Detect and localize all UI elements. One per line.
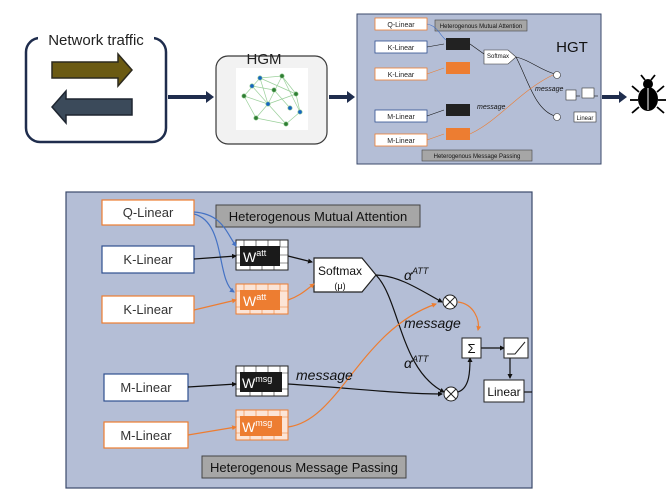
- linear-output-box: [483, 379, 525, 403]
- q-linear-label: Q-Linear: [123, 205, 174, 220]
- svg-text:Watt: Watt: [243, 292, 267, 309]
- hgt-mini-m-linear-1: M-Linear: [387, 114, 415, 121]
- hgt-label: HGT: [556, 39, 588, 56]
- mult-bottom-to-sum-arrow: [457, 357, 473, 393]
- network-traffic-label: Network traffic: [48, 32, 144, 49]
- alpha-att-label-1: αATT: [404, 266, 430, 283]
- multiply-top-icon: [442, 294, 458, 310]
- q-to-w-att-orange-arrow: [193, 213, 235, 293]
- w-att-orange-to-softmax-arrow: [287, 283, 315, 301]
- mutual-attention-title: Heterogenous Mutual Attention: [229, 209, 408, 224]
- sum-symbol: Σ: [467, 341, 475, 356]
- graph-icon: [241, 73, 303, 127]
- hgt-mini-m-linear-2: M-Linear: [387, 138, 415, 145]
- message-passing-title-box: [201, 455, 407, 479]
- w-msg-orange-base: W: [242, 419, 256, 435]
- hgt-mini-attention-title: Heterogenous Mutual Attention: [440, 24, 522, 30]
- bug-icon: [630, 74, 666, 114]
- w-att-dark-base: W: [243, 249, 257, 265]
- k-linear-box-2: [101, 295, 195, 324]
- mutual-attention-title-box: [215, 204, 421, 228]
- hgt-mini-message-1: message: [535, 86, 564, 93]
- hgm-label: HGM: [247, 51, 282, 68]
- multiply-bottom-icon: [443, 386, 459, 402]
- q-to-w-att-dark-arrow: [193, 211, 237, 247]
- m2-to-w-msg-arrow: [187, 425, 237, 436]
- message-label-1: message: [404, 315, 461, 331]
- hgt-mini-message-2: message: [477, 104, 506, 111]
- message-label-2: message: [296, 367, 353, 383]
- softmax-to-mult-bottom-arrow: [375, 274, 445, 393]
- linear-output-label: Linear: [487, 385, 520, 399]
- k-linear-label-2: K-Linear: [123, 302, 173, 317]
- hgt-detail: Heterogenous Mutual Attention Heterogeno…: [65, 191, 533, 489]
- svg-text:Wmsg: Wmsg: [242, 418, 272, 435]
- alpha-att-label-2: αATT: [404, 354, 430, 371]
- w-att-block-orange: Watt: [235, 283, 289, 315]
- svg-text:Watt: Watt: [243, 248, 267, 265]
- m-linear-box-2: [103, 421, 189, 449]
- hgt-mini-k-linear-1: K-Linear: [388, 45, 415, 52]
- hgt-thumbnail: HGT Q-Linear Heterogenous Mutual Attenti…: [356, 13, 602, 165]
- outgoing-traffic-arrow-icon: [51, 52, 133, 88]
- hgt-mini-linear: Linear: [577, 116, 594, 122]
- message-passing-title: Heterogenous Message Passing: [210, 460, 398, 475]
- w-msg-dark-base: W: [242, 375, 256, 391]
- m-linear-label-1: M-Linear: [120, 380, 172, 395]
- softmax-label: Softmax: [318, 264, 362, 278]
- k-linear-box-1: [101, 245, 195, 274]
- w-msg-dark-sup: msg: [255, 374, 272, 384]
- m-linear-box-1: [103, 373, 189, 402]
- softmax-mu-label: (μ): [334, 281, 345, 291]
- w-att-orange-base: W: [243, 293, 257, 309]
- k2-to-w-att-arrow: [193, 298, 237, 311]
- sum-box: [461, 337, 482, 359]
- w-att-block-dark: Watt: [235, 239, 289, 271]
- hgt-mini-passing-title: Heterogenous Message Passing: [434, 154, 521, 160]
- hgt-mini-softmax: Softmax: [487, 54, 509, 60]
- softmax-to-mult-top-arrow: [375, 274, 443, 303]
- hgt-mini-k-linear-2: K-Linear: [388, 72, 415, 79]
- w-att-dark-sup: att: [256, 248, 267, 258]
- softmax-node: Softmax (μ): [313, 257, 377, 293]
- m1-to-w-msg-arrow: [187, 381, 237, 388]
- w-att-orange-sup: att: [256, 292, 267, 302]
- w-msg-to-mult-arrow: [287, 383, 443, 397]
- w-msg-block-orange: Wmsg: [235, 409, 289, 441]
- k-linear-label-1: K-Linear: [123, 252, 173, 267]
- mult-top-to-sum-arrow: [457, 301, 482, 331]
- w-msg-orange-to-mult-arrow: [287, 302, 437, 428]
- activation-icon: [503, 337, 529, 359]
- hgm-node: HGM: [215, 51, 328, 145]
- m-linear-label-2: M-Linear: [120, 428, 172, 443]
- w-msg-block-dark: Wmsg: [235, 365, 289, 397]
- w-att-to-softmax-arrow: [287, 255, 313, 264]
- w-msg-orange-sup: msg: [255, 418, 272, 428]
- q-linear-box: [101, 199, 195, 226]
- incoming-traffic-arrow-icon: [51, 89, 133, 125]
- network-traffic-node: Network traffic: [24, 30, 168, 144]
- hgt-mini-q-linear: Q-Linear: [387, 22, 415, 29]
- k1-to-w-att-arrow: [193, 253, 237, 260]
- svg-text:Wmsg: Wmsg: [242, 374, 272, 391]
